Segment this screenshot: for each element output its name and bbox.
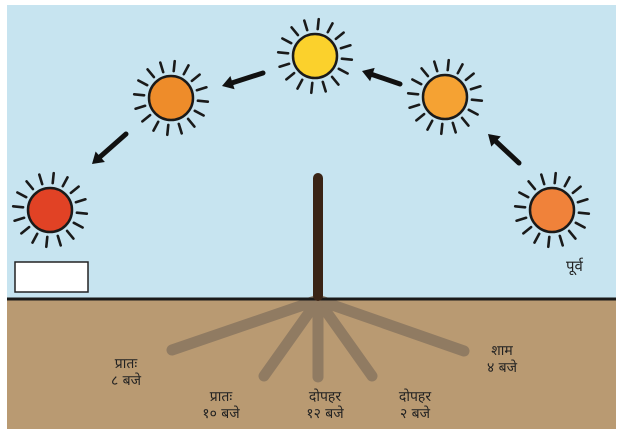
label-8am-line1: प्रातः: [96, 356, 156, 373]
label-12pm-line1: दोपहर: [290, 389, 360, 406]
sun-ray: [555, 173, 556, 183]
sun-ray: [515, 206, 525, 207]
sun-ray: [579, 213, 589, 214]
sun-ray: [278, 52, 288, 53]
sun-ray: [441, 124, 442, 134]
label-4pm-line2: ४ बजे: [472, 360, 532, 377]
sun-ray: [548, 237, 549, 247]
sun-ray: [53, 173, 54, 183]
sun-ray: [198, 101, 208, 102]
label-10am-line2: १० बजे: [186, 406, 256, 423]
answer-box[interactable]: [15, 262, 88, 292]
label-east: पूर्व: [566, 258, 583, 275]
label-8am: प्रातः ८ बजे: [96, 356, 156, 390]
sun-disc: [530, 188, 574, 232]
sun-disc: [423, 75, 467, 119]
label-2pm: दोपहर २ बजे: [385, 389, 445, 423]
sun-ray: [318, 19, 319, 29]
sun-ray: [167, 125, 168, 135]
label-4pm: शाम ४ बजे: [472, 343, 532, 377]
label-2pm-line2: २ बजे: [385, 406, 445, 423]
sun-disc: [149, 76, 193, 120]
sun-ray: [448, 60, 449, 70]
sun-ray: [311, 83, 312, 93]
label-12pm-line2: १२ बजे: [290, 406, 360, 423]
label-2pm-line1: दोपहर: [385, 389, 445, 406]
sun-ray: [46, 237, 47, 247]
sun-ray: [174, 61, 175, 71]
sun-ray: [472, 100, 482, 101]
label-4pm-line1: शाम: [472, 343, 532, 360]
sun-ray: [342, 59, 352, 60]
sun-disc: [293, 34, 337, 78]
label-12pm: दोपहर १२ बजे: [290, 389, 360, 423]
sun-ray: [134, 94, 144, 95]
label-10am-line1: प्रातः: [186, 389, 256, 406]
sun-ray: [77, 213, 87, 214]
sun-ray: [13, 206, 23, 207]
sun-ray: [408, 93, 418, 94]
sun-disc: [28, 188, 72, 232]
label-10am: प्रातः १० बजे: [186, 389, 256, 423]
label-8am-line2: ८ बजे: [96, 373, 156, 390]
